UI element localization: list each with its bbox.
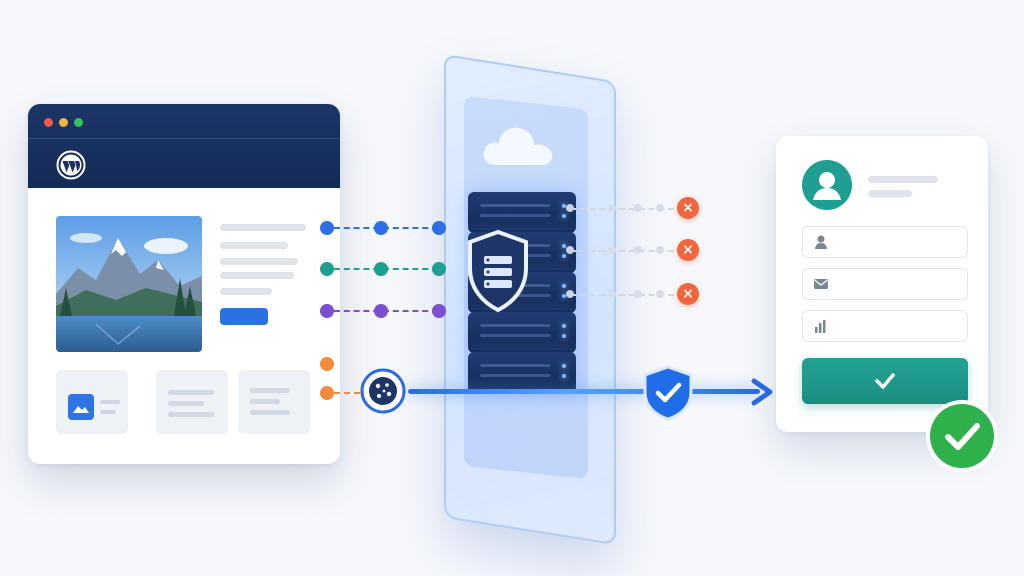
- orange-connection-line: [334, 392, 360, 394]
- blue-node: [374, 221, 388, 235]
- check-icon: [875, 373, 895, 389]
- blocked-node: [608, 204, 616, 212]
- user-avatar-icon: [802, 160, 852, 210]
- blocked-node: [566, 204, 574, 212]
- form-header-line: [868, 176, 938, 183]
- card-text-line: [250, 410, 290, 415]
- text-card[interactable]: [156, 370, 228, 434]
- close-icon: ×: [677, 197, 699, 219]
- text-card[interactable]: [238, 370, 310, 434]
- server-rack-icon: [468, 192, 576, 230]
- data-field[interactable]: [802, 310, 968, 342]
- close-window-dot[interactable]: [44, 118, 53, 127]
- blue-node: [432, 221, 446, 235]
- success-check-icon: [926, 400, 998, 472]
- form-header-line: [868, 190, 912, 197]
- browser-titlebar: [28, 104, 340, 188]
- image-card[interactable]: [56, 370, 128, 434]
- wordpress-logo-icon: [56, 150, 86, 180]
- card-text-line: [168, 390, 214, 395]
- blocked-node: [634, 204, 642, 212]
- content-text-line: [220, 272, 294, 279]
- card-text-line: [168, 412, 214, 417]
- cta-button[interactable]: [220, 308, 268, 325]
- email-field[interactable]: [802, 268, 968, 300]
- content-text-line: [220, 242, 288, 249]
- submit-button[interactable]: [802, 358, 968, 404]
- blocked-node: [634, 290, 642, 298]
- teal-node: [374, 262, 388, 276]
- purple-node: [320, 304, 334, 318]
- blocked-node: [656, 204, 664, 212]
- mountain-landscape-image: [56, 216, 202, 352]
- card-text-line: [250, 388, 290, 393]
- server-rack-icon: [468, 352, 576, 390]
- arrow-right-icon: [751, 378, 773, 406]
- content-text-line: [220, 258, 298, 265]
- content-text-line: [220, 288, 272, 295]
- orange-node: [320, 386, 334, 400]
- minimize-window-dot[interactable]: [59, 118, 68, 127]
- name-field[interactable]: [802, 226, 968, 258]
- allowed-data-beam: [408, 389, 760, 394]
- content-text-line: [220, 224, 306, 231]
- browser-window: [28, 104, 340, 464]
- orange-node: [320, 357, 334, 371]
- cloud-icon: [481, 125, 555, 167]
- blocked-connection-line: [570, 294, 674, 296]
- blocked-connection-line: [570, 208, 674, 210]
- purple-node: [374, 304, 388, 318]
- server-rack-icon: [468, 312, 576, 350]
- shield-check-icon: [643, 365, 693, 421]
- card-text-line: [100, 410, 116, 414]
- close-icon: ×: [677, 239, 699, 261]
- purple-node: [432, 304, 446, 318]
- maximize-window-dot[interactable]: [74, 118, 83, 127]
- blocked-node: [608, 246, 616, 254]
- titlebar-divider: [28, 138, 340, 139]
- teal-node: [320, 262, 334, 276]
- card-text-line: [168, 401, 204, 406]
- teal-node: [432, 262, 446, 276]
- blocked-node: [634, 246, 642, 254]
- blocked-node: [566, 246, 574, 254]
- user-icon: [815, 235, 827, 249]
- shield-server-icon: [468, 229, 528, 313]
- mail-icon: [814, 279, 828, 289]
- bar-chart-icon: [815, 320, 826, 333]
- close-icon: ×: [677, 283, 699, 305]
- blocked-node: [608, 290, 616, 298]
- blocked-node: [566, 290, 574, 298]
- blocked-node: [656, 290, 664, 298]
- card-text-line: [250, 399, 280, 404]
- blocked-node: [656, 246, 664, 254]
- blue-node: [320, 221, 334, 235]
- cookie-icon: [360, 368, 406, 414]
- card-text-line: [100, 400, 120, 404]
- blocked-connection-line: [570, 250, 674, 252]
- image-icon: [68, 394, 94, 420]
